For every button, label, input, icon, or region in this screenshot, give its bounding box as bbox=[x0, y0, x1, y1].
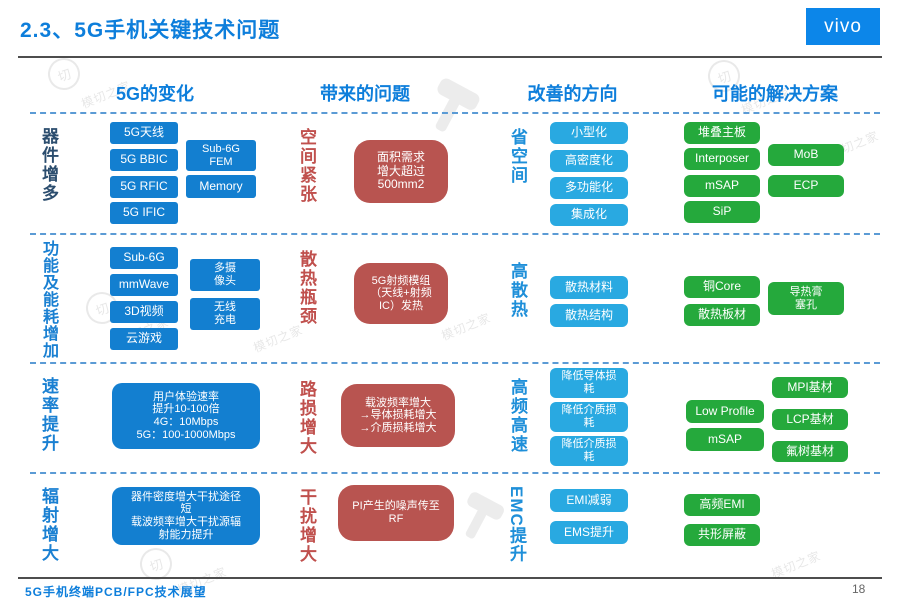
solution-box: mSAP bbox=[686, 428, 764, 451]
change-box: 5G BBIC bbox=[110, 149, 178, 171]
problem-label: 干扰增大 bbox=[297, 488, 316, 564]
change-box: mmWave bbox=[110, 274, 178, 296]
change-box: 3D视频 bbox=[110, 301, 178, 323]
change-box: 无线 充电 bbox=[190, 298, 260, 330]
solution-box: 高频EMI bbox=[684, 494, 760, 516]
solution-box: 氟树基材 bbox=[772, 441, 848, 462]
direction-label: 高散热 bbox=[508, 262, 527, 319]
direction-box: 降低导体损 耗 bbox=[550, 368, 628, 398]
bottom-line bbox=[18, 577, 882, 579]
change-box: 5G IFIC bbox=[110, 202, 178, 224]
change-box: Sub-6G bbox=[110, 247, 178, 269]
page-number: 18 bbox=[852, 582, 866, 596]
change-box: 用户体验速率 提升10-100倍 4G：10Mbps 5G：100-1000Mb… bbox=[112, 383, 260, 449]
change-box: 5G RFIC bbox=[110, 176, 178, 198]
hammer-watermark-icon bbox=[435, 78, 480, 132]
solution-box: ECP bbox=[768, 175, 844, 197]
solution-box: 堆叠主板 bbox=[684, 122, 760, 144]
direction-box: 降低介质损 耗 bbox=[550, 436, 628, 466]
problem-box: 载波频率增大 →导体损耗增大 →介质损耗增大 bbox=[341, 384, 455, 447]
column-header-problems: 带来的问题 bbox=[320, 84, 410, 104]
row-divider bbox=[30, 472, 880, 474]
solution-box: Low Profile bbox=[686, 400, 764, 423]
column-header-directions: 改善的方向 bbox=[527, 84, 618, 104]
footer-title: 5G手机终端PCB/FPC技术展望 bbox=[25, 585, 207, 599]
change-box: 云游戏 bbox=[110, 328, 178, 350]
solution-box: 导热膏 塞孔 bbox=[768, 282, 844, 315]
row-divider bbox=[30, 112, 880, 114]
change-box: 器件密度增大干扰途径 短 载波频率增大干扰源辐 射能力提升 bbox=[112, 487, 260, 545]
problem-box: PI产生的噪声传至 RF bbox=[338, 485, 454, 541]
solution-box: SiP bbox=[684, 201, 760, 223]
problem-label: 散热瓶颈 bbox=[297, 250, 316, 326]
watermark-logo-icon: 切 bbox=[43, 53, 85, 95]
title-underline bbox=[18, 56, 882, 58]
solution-box: MPI基材 bbox=[772, 377, 848, 398]
page-title: 2.3、5G手机关键技术问题 bbox=[20, 19, 281, 42]
direction-box: EMI减弱 bbox=[550, 489, 628, 512]
solution-box: 共形屏蔽 bbox=[684, 524, 760, 546]
row-label: 辐射增大 bbox=[39, 487, 58, 563]
direction-box: 降低介质损 耗 bbox=[550, 402, 628, 432]
problem-label: 空间紧张 bbox=[297, 128, 316, 204]
row-label: 器件增多 bbox=[39, 127, 58, 203]
direction-label: EMC提升 bbox=[507, 486, 526, 563]
direction-box: 散热材料 bbox=[550, 276, 628, 299]
row-divider bbox=[30, 233, 880, 235]
problem-label: 路损增大 bbox=[297, 380, 316, 456]
row-divider bbox=[30, 362, 880, 364]
vivo-logo: vivo bbox=[806, 8, 880, 45]
row-label: 功能及能耗增加 bbox=[40, 240, 57, 359]
change-box: 多摄 像头 bbox=[190, 259, 260, 291]
row-label: 速率提升 bbox=[39, 377, 58, 453]
direction-label: 高频高速 bbox=[508, 378, 527, 454]
solution-box: 铜Core bbox=[684, 276, 760, 298]
solution-box: mSAP bbox=[684, 175, 760, 197]
column-header-solutions: 可能的解决方案 bbox=[712, 84, 838, 104]
solution-box: MoB bbox=[768, 144, 844, 166]
change-box: 5G天线 bbox=[110, 122, 178, 144]
watermark-text: 模切之家 bbox=[439, 310, 493, 344]
solution-box: Interposer bbox=[684, 148, 760, 170]
solution-box: 散热板材 bbox=[684, 304, 760, 326]
direction-box: 多功能化 bbox=[550, 177, 628, 199]
direction-box: 散热结构 bbox=[550, 304, 628, 327]
column-header-changes: 5G的变化 bbox=[115, 84, 194, 104]
problem-box: 5G射频模组 （天线+射频 IC）发热 bbox=[354, 263, 448, 324]
direction-box: 小型化 bbox=[550, 122, 628, 144]
direction-box: 高密度化 bbox=[550, 150, 628, 172]
direction-box: EMS提升 bbox=[550, 521, 628, 544]
direction-label: 省空间 bbox=[508, 128, 527, 185]
direction-box: 集成化 bbox=[550, 204, 628, 226]
solution-box: LCP基材 bbox=[772, 409, 848, 430]
change-box: Sub-6G FEM bbox=[186, 140, 256, 171]
problem-box: 面积需求 增大超过 500mm2 bbox=[354, 140, 448, 203]
change-box: Memory bbox=[186, 175, 256, 198]
